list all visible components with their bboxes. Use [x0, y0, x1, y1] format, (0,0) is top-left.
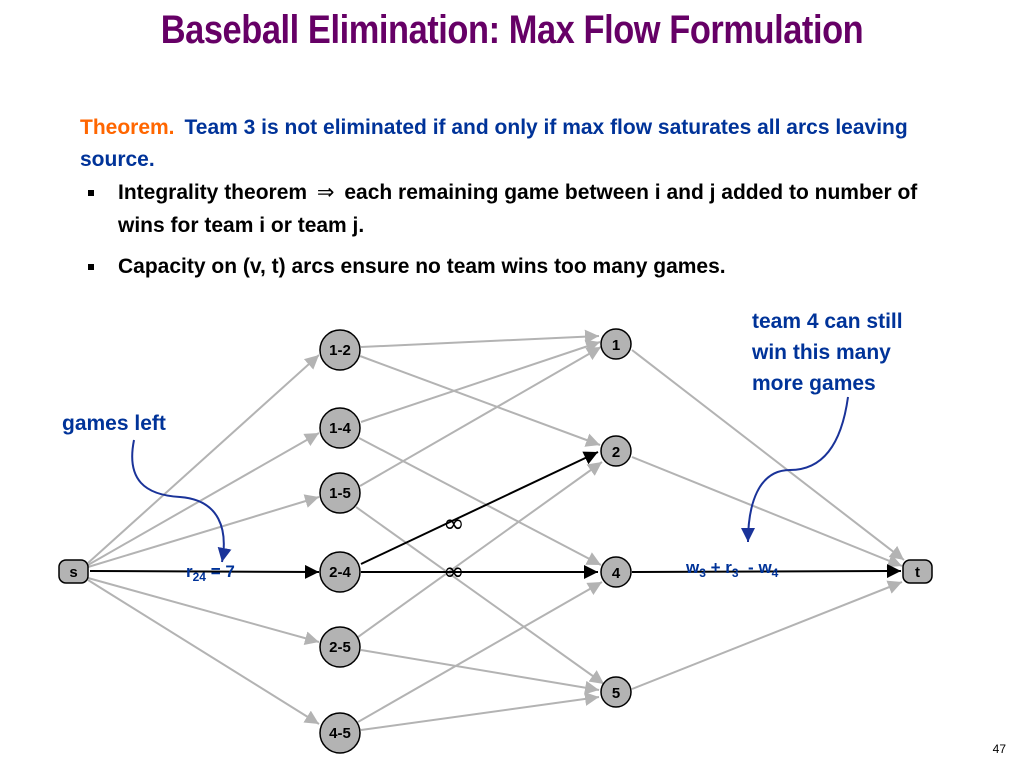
svg-text:1-2: 1-2: [329, 342, 351, 359]
team4-annotation-line-2: win this many: [752, 341, 891, 364]
r24-symbol: r: [186, 562, 193, 581]
bullet-1-before: Integrality theorem: [118, 181, 308, 204]
team-node-1: 1: [600, 328, 632, 360]
r3-subscript: 3: [731, 566, 739, 580]
implies-arrow-icon: ⇒: [316, 180, 335, 204]
infinity-capacity-label-2: ∞: [443, 509, 465, 539]
svg-text:1: 1: [612, 337, 620, 354]
svg-text:s: s: [69, 564, 77, 581]
team-node-2: 2: [600, 435, 632, 467]
edge-12-2: [359, 355, 601, 447]
game-node-1-2: 1-2: [319, 329, 361, 371]
game-node-2-4: 2-4: [319, 551, 361, 593]
bullet-marker: [88, 190, 94, 196]
svg-text:4-5: 4-5: [329, 725, 351, 742]
edge-45-4: [357, 581, 603, 723]
w4-symbol: - w: [738, 558, 772, 577]
svg-text:4: 4: [612, 565, 621, 582]
edge-5-t: [631, 580, 903, 690]
svg-text:1-5: 1-5: [329, 485, 351, 502]
theorem-label: Theorem.: [80, 116, 175, 139]
svg-text:2-4: 2-4: [329, 564, 351, 581]
games-left-annotation: games left: [62, 412, 166, 435]
team4-annotation: team 4 can still win this many more game…: [752, 306, 972, 399]
team-node-5: 5: [600, 676, 632, 708]
game-node-2-5: 2-5: [319, 626, 361, 668]
edge-25-2: [357, 461, 603, 638]
svg-text:2: 2: [612, 444, 620, 461]
w4-subscript: 4: [771, 566, 779, 580]
r24-subscript: 24: [192, 570, 206, 584]
bullet-integrality: Integrality theorem ⇒ each remaining gam…: [88, 176, 948, 246]
edge-15-5: [355, 506, 605, 685]
bullet-1-after: each remaining game between i and j adde…: [118, 181, 918, 237]
games-left-callout-arrow: [131, 439, 232, 563]
infinity-capacity-label-4: ∞: [443, 557, 465, 587]
svg-text:5: 5: [612, 685, 620, 702]
team4-callout-arrow: [741, 396, 849, 543]
capacity-label-w3-r3-w4: w3 + r3 - w4: [686, 558, 778, 580]
edge-s-24: [89, 564, 320, 579]
bullet-2-text: Capacity on (v, t) arcs ensure no team w…: [118, 255, 726, 278]
team-node-4: 4: [600, 556, 632, 588]
edge-2-t: [631, 456, 903, 568]
svg-text:1-4: 1-4: [329, 420, 351, 437]
edge-12-1: [360, 329, 600, 348]
sink-node: t: [902, 559, 933, 584]
capacity-label-r24: r24 = 7: [186, 562, 235, 584]
edge-1-t: [631, 349, 905, 561]
svg-text:2-5: 2-5: [329, 639, 351, 656]
team4-annotation-line-1: team 4 can still: [752, 310, 903, 333]
slide-title: Baseball Elimination: Max Flow Formulati…: [160, 8, 864, 52]
edge-14-4: [358, 437, 602, 566]
edge-14-1: [360, 339, 601, 423]
bullet-capacity: Capacity on (v, t) arcs ensure no team w…: [88, 250, 948, 286]
source-node: s: [58, 559, 89, 584]
edge-s-15: [87, 494, 320, 568]
theorem-statement: Theorem.Team 3 is not eliminated if and …: [80, 112, 960, 176]
game-team-edges: [355, 329, 605, 731]
game-node-1-5: 1-5: [319, 472, 361, 514]
w3-subscript: 3: [699, 566, 706, 580]
game-node-1-4: 1-4: [319, 407, 361, 449]
r24-value: = 7: [205, 562, 235, 581]
bullet-marker: [88, 264, 94, 270]
edge-4-t: [631, 564, 902, 579]
source-edges: [87, 354, 320, 725]
edge-s-25: [87, 577, 320, 646]
edge-s-45: [87, 579, 320, 725]
team-sink-edges: [631, 349, 905, 690]
edge-24-2: [360, 451, 599, 565]
edge-s-14: [87, 432, 320, 566]
page-number: 47: [992, 742, 1006, 756]
game-node-4-5: 4-5: [319, 712, 361, 754]
edge-45-5: [360, 691, 600, 731]
theorem-text: Team 3 is not eliminated if and only if …: [80, 116, 908, 171]
edge-15-1: [359, 346, 602, 487]
edge-s-12: [87, 354, 320, 564]
team4-annotation-line-3: more games: [752, 372, 876, 395]
svg-text:t: t: [915, 564, 920, 581]
w3-symbol: w: [686, 558, 700, 577]
r3-symbol: + r: [705, 558, 732, 577]
edge-25-5: [360, 649, 600, 695]
